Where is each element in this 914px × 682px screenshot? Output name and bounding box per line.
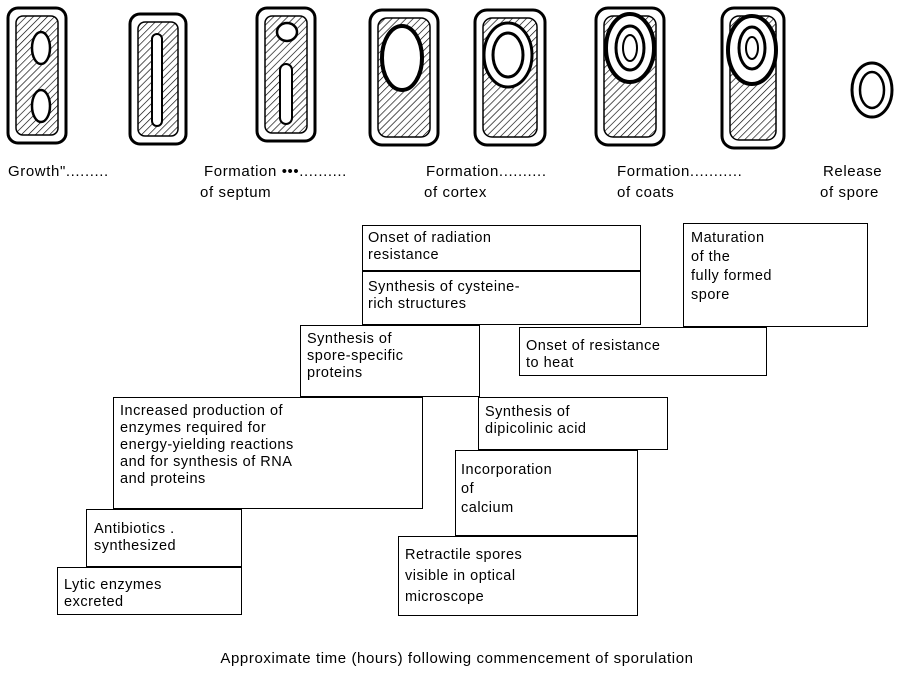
box-spore-proteins xyxy=(300,325,480,397)
coated-spore-cell-icon xyxy=(594,6,666,147)
stage-label-cortex-line1: Formation.......... xyxy=(426,163,547,180)
stage-label-coats-line2: of coats xyxy=(617,184,675,201)
mature-spore-cell-icon xyxy=(720,6,786,150)
box-maturation xyxy=(683,223,868,327)
box-lytic-enzymes xyxy=(57,567,242,615)
stage-label-septum-line2: of septum xyxy=(200,184,272,201)
event-heat-resistance: Onset of resistance to heat xyxy=(526,338,661,371)
box-refractile-spores xyxy=(398,536,638,616)
growing-cell-icon xyxy=(6,6,68,145)
event-dipicolinic-acid: Synthesis of dipicolinic acid xyxy=(485,404,587,437)
stage-label-septum-line1: Formation •••.......... xyxy=(204,163,347,180)
stage-label-coats-line1: Formation........... xyxy=(617,163,743,180)
box-radiation-resistance xyxy=(362,225,641,271)
stage-label-cortex-line2: of cortex xyxy=(424,184,487,201)
box-enzyme-production xyxy=(113,397,423,509)
stage-label-release-line1: Release xyxy=(823,163,883,180)
forespore-cell-icon xyxy=(255,6,317,143)
time-axis-caption: Approximate time (hours) following comme… xyxy=(220,650,694,667)
box-cysteine-structures xyxy=(362,271,641,325)
box-antibiotics xyxy=(86,509,242,567)
event-enzyme-production: Increased production of enzymes required… xyxy=(120,403,294,487)
event-antibiotics: Antibiotics . synthesized xyxy=(94,521,177,554)
septum-cell-icon xyxy=(128,12,188,146)
event-spore-proteins: Synthesis of spore-specific proteins xyxy=(307,331,404,381)
free-spore-icon xyxy=(850,61,894,119)
event-lytic-enzymes: Lytic enzymes excreted xyxy=(64,577,162,610)
event-radiation-resistance: Onset of radiation resistance xyxy=(368,230,492,263)
box-calcium-incorporation xyxy=(455,450,638,536)
event-maturation: Maturation of the fully formed spore xyxy=(691,230,772,303)
box-heat-resistance xyxy=(519,327,767,376)
stage-label-release-line2: of spore xyxy=(820,184,879,201)
stage-label-growth: Growth"......... xyxy=(8,163,109,180)
coats-cell-icon xyxy=(473,8,547,147)
event-refractile-spores: Retractile spores visible in optical mic… xyxy=(405,547,523,605)
cortex-cell-icon xyxy=(368,8,440,147)
box-dipicolinic-acid xyxy=(478,397,668,450)
event-cysteine-structures: Synthesis of cysteine- rich structures xyxy=(368,279,521,312)
event-calcium-incorporation: Incorporation of calcium xyxy=(461,462,553,516)
